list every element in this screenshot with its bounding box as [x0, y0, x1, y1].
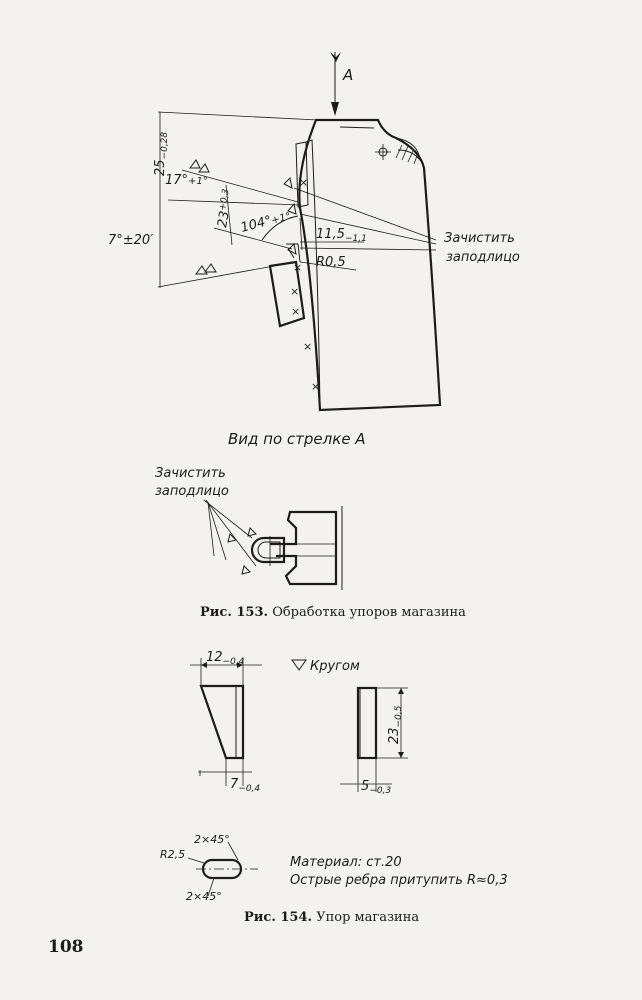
surface-all-round-note: Кругом: [310, 659, 360, 674]
fig154-top-view: 2×45° R2,5 2×45°: [160, 833, 258, 903]
svg-text:23+0,3: 23+0,3: [215, 188, 236, 229]
fig154-side-view: 12−0,4 7−0,4: [190, 650, 262, 794]
svg-text:×: ×: [303, 340, 312, 353]
fig154-caption: Рис. 154. Упор магазина: [244, 910, 419, 925]
note-clean-flush-line1: Зачистить: [444, 231, 515, 246]
view-arrow-a: A: [330, 52, 353, 116]
svg-text:11,5−1,1: 11,5−1,1: [316, 227, 367, 244]
dim-5: 5: [361, 779, 369, 794]
fig153-detail-view: Зачистить заподлицо: [155, 466, 343, 590]
fig153-dimension-lines: [157, 111, 437, 288]
chamfer-bottom: 2×45°: [186, 890, 222, 903]
dim-11-5: 11,5: [316, 227, 345, 242]
svg-text:23−0,5: 23−0,5: [387, 705, 404, 744]
dim-7: 7: [230, 777, 239, 792]
svg-text:12−0,4: 12−0,4: [206, 650, 245, 667]
fig154-caption-number: Рис. 154.: [244, 910, 312, 925]
detail-note-line2: заподлицо: [155, 484, 229, 499]
dim-25-tol: −0,28: [160, 132, 170, 160]
radius-r0-5: R0,5: [316, 255, 346, 270]
detail-note-line1: Зачистить: [155, 466, 226, 481]
svg-text:5−0,3: 5−0,3: [361, 779, 391, 796]
svg-text:×: ×: [299, 176, 308, 189]
svg-text:×: ×: [291, 305, 300, 318]
dim-23-part-tol: −0,5: [394, 705, 404, 727]
svg-text:×: ×: [311, 380, 320, 393]
fig153-caption-text: Обработка упоров магазина: [272, 605, 466, 620]
dim-11-5-tol: −1,1: [345, 234, 367, 244]
chamfer-top: 2×45°: [194, 833, 230, 846]
edges-note: Острые ребра притупить R≈0,3: [290, 873, 508, 888]
section-title-view-a: Вид по стрелке А: [228, 430, 366, 448]
fig154-front-view: Кругом 23−0,5 5−0,3: [291, 659, 408, 796]
fig153-caption: Рис. 153. Обработка упоров магазина: [200, 605, 466, 620]
dim-23-part: 23: [387, 727, 402, 744]
dim-5-tol: −0,3: [369, 786, 391, 796]
dim-25: 25: [153, 159, 168, 176]
svg-text:104°+1°: 104°+1°: [239, 208, 292, 236]
note-clean-flush-line2: заподлицо: [446, 250, 520, 265]
dim-7-tol: −0,4: [238, 784, 260, 794]
dim-angle-17: 17°: [165, 173, 188, 188]
magazine-body-outline: × × × × × ×: [290, 118, 442, 412]
fig154-caption-text: Упор магазина: [316, 910, 419, 925]
view-arrow-label: A: [342, 66, 353, 84]
svg-text:7−0,4: 7−0,4: [230, 777, 260, 794]
fig153-caption-number: Рис. 153.: [200, 605, 268, 620]
dim-angle-7: 7°±20′: [108, 233, 153, 248]
svg-text:17°+1°: 17°+1°: [165, 173, 208, 188]
dim-23-tol: +0,3: [218, 188, 232, 212]
fig153-main-view: A × × × × × ×: [108, 52, 520, 412]
dim-23: 23: [215, 210, 233, 229]
radius-r2-5: R2,5: [160, 848, 185, 861]
dim-12-tol: −0,4: [223, 657, 245, 667]
page-number: 108: [48, 937, 84, 957]
svg-text:25−0,28: 25−0,28: [153, 132, 170, 176]
dim-angle-17-tol: +1°: [188, 176, 208, 187]
svg-text:×: ×: [290, 285, 299, 298]
dim-12: 12: [206, 650, 223, 665]
dim-angle-104-tol: +1°: [270, 211, 292, 227]
material-note: Материал: ст.20: [290, 855, 402, 870]
